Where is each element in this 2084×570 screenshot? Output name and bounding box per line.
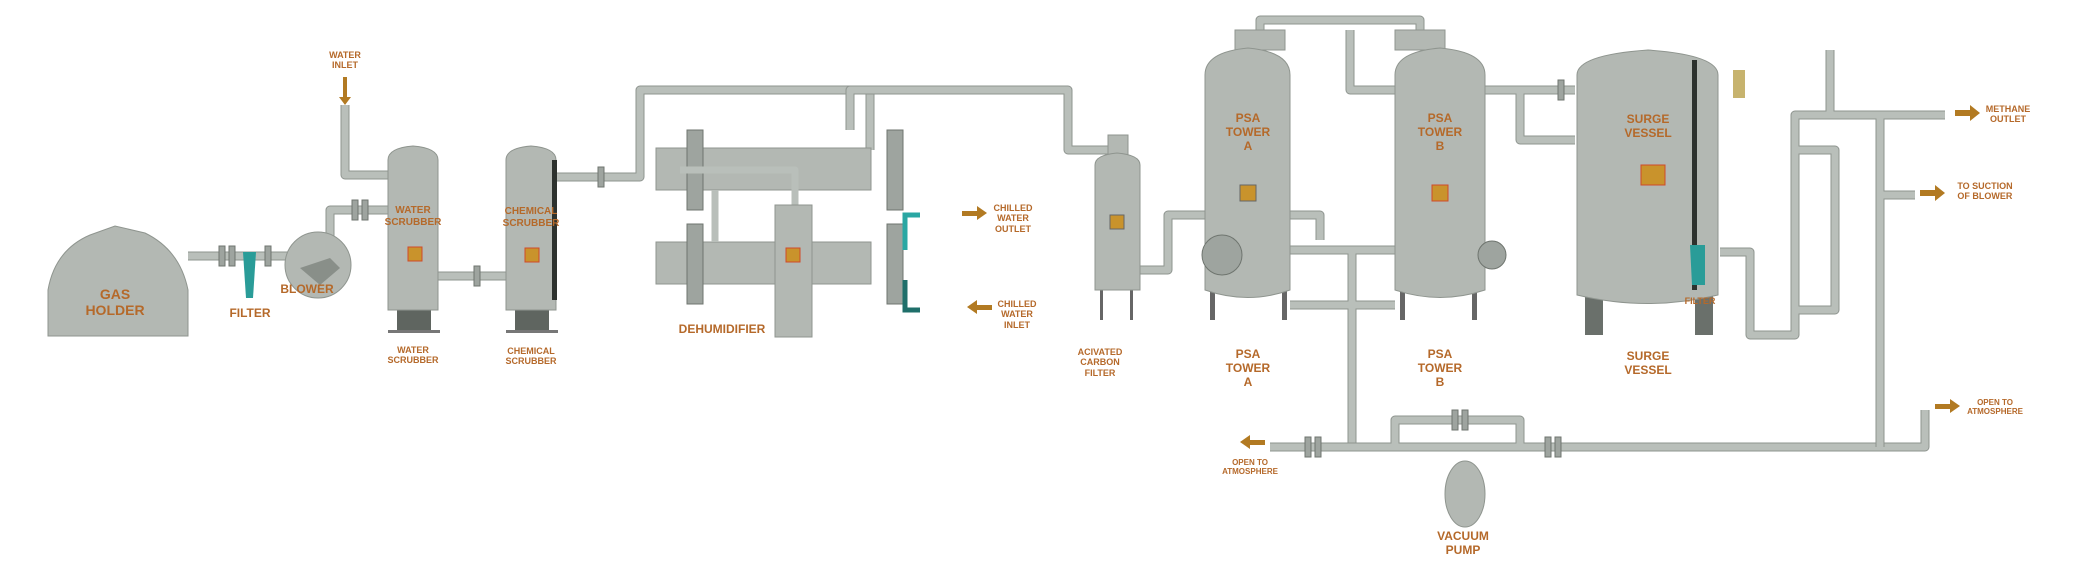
arrow-water-inlet [339,77,351,105]
label-surge-filter: FILTER [1684,296,1716,306]
activated-carbon-filter [1094,134,1141,320]
surge-vessel [1576,49,1745,335]
arrow-open-atm-right [1935,399,1960,413]
process-pipes [188,15,1945,452]
psa-tower-b [1394,29,1507,320]
arrow-methane-outlet [1955,105,1980,121]
arrow-open-atm-left [1240,435,1265,449]
label-filter: FILTER [229,306,271,320]
water-scrubber [387,145,440,333]
arrow-to-suction [1920,185,1945,201]
arrow-chilled-outlet [962,206,987,220]
label-blower: BLOWER [280,282,334,296]
vacuum-pump [1444,460,1486,528]
flow-arrows [339,77,1980,449]
gas-holder [47,225,189,337]
psa-tower-a [1201,29,1291,320]
inline-filter [243,252,256,298]
dehumidifier [655,129,920,338]
arrow-chilled-inlet [967,300,992,314]
pipe-flanges [218,79,1565,458]
chemical-scrubber [505,145,558,333]
label-dehumidifier: DEHUMIDIFIER [678,322,766,336]
